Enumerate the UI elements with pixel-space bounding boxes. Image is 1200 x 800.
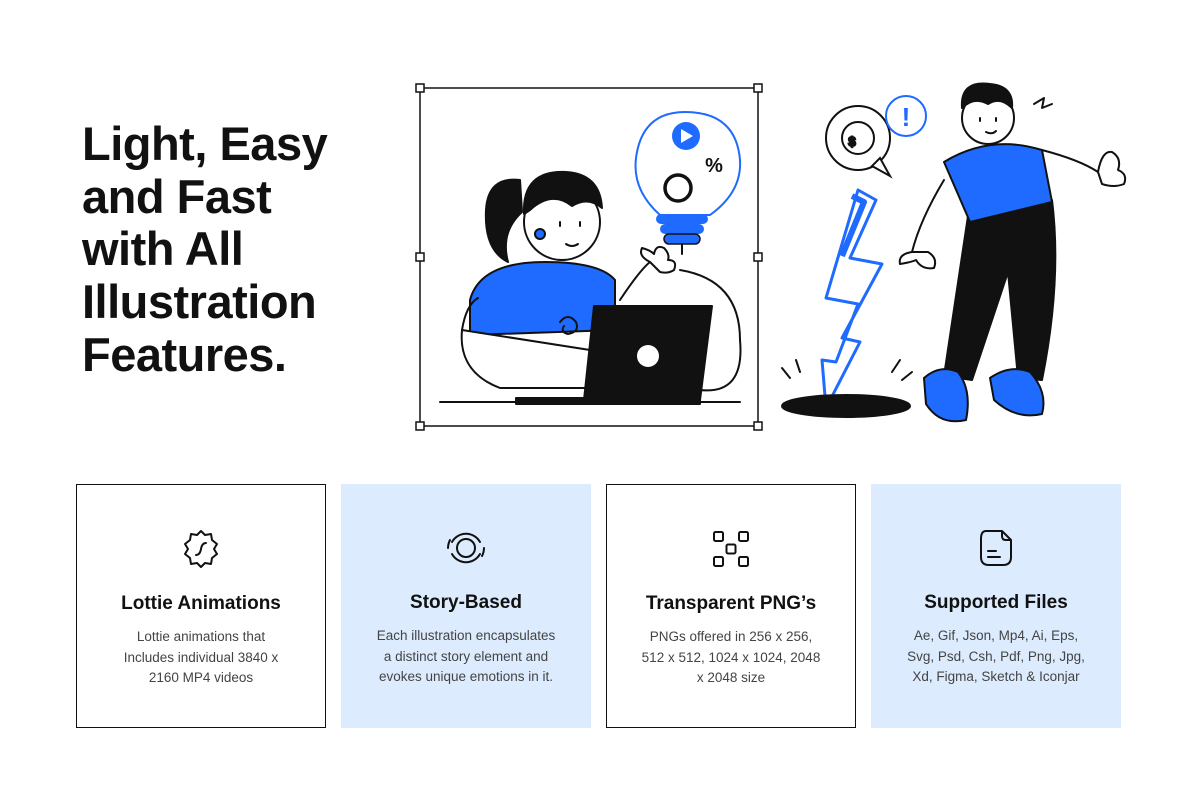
lightning-bolt-icon: [820, 188, 884, 410]
page-headline: Light, Easy and Fast with All Illustrati…: [82, 117, 382, 381]
feature-card-png: Transparent PNG’s PNGs offered in 256 x …: [606, 484, 856, 728]
headline-line: Illustration: [82, 274, 317, 328]
description-line: Includes individual 3840 x: [123, 649, 279, 665]
lightbulb-idea-icon: %: [634, 111, 742, 255]
hero-illustration: % $ !: [415, 82, 1127, 431]
dollar-sign: $: [848, 134, 856, 149]
feature-title: Transparent PNG’s: [645, 593, 817, 614]
woman-with-laptop-figure: [439, 170, 742, 405]
feature-card-files: Supported Files Ae, Gif, Json, Mp4, Ai, …: [871, 484, 1121, 728]
description-line: Svg, Psd, Csh, Pdf, Png, Jpg,: [907, 648, 1085, 664]
feature-cards: Lottie Animations Lottie animations that…: [76, 484, 1121, 728]
description-line: x 2048 size: [696, 670, 766, 685]
description-line: Each illustration encapsulates: [376, 628, 556, 643]
transparent-grid-icon: [713, 531, 749, 567]
description-line: Lottie animations that: [136, 629, 266, 644]
feature-title: Supported Files: [924, 592, 1068, 613]
ground-hole: [781, 359, 913, 418]
story-circle-icon: [447, 532, 485, 564]
feature-title: Story-Based: [410, 592, 522, 613]
headline-line: Features.: [82, 327, 287, 381]
feature-description: Each illustration encapsulates a distinc…: [352, 626, 580, 688]
headline-line: Light, Easy: [82, 117, 328, 170]
description-line: PNGs offered in 256 x 256,: [649, 629, 813, 644]
headline-line: with All: [82, 222, 244, 276]
description-line: evokes unique emotions in it.: [378, 669, 554, 684]
confused-speech-bubble: $ !: [825, 95, 927, 179]
feature-card-lottie: Lottie Animations Lottie animations that…: [76, 484, 326, 728]
man-stepping-figure: [898, 82, 1127, 423]
feature-description: PNGs offered in 256 x 256, 512 x 512, 10…: [617, 627, 845, 689]
description-line: Ae, Gif, Json, Mp4, Ai, Eps,: [913, 628, 1079, 643]
file-icon: [980, 530, 1012, 566]
feature-description: Lottie animations that Includes individu…: [87, 627, 315, 689]
feature-title: Lottie Animations: [121, 593, 281, 614]
description-line: Xd, Figma, Sketch & Iconjar: [912, 669, 1080, 684]
selection-frame: [415, 83, 763, 431]
feature-card-story: Story-Based Each illustration encapsulat…: [341, 484, 591, 728]
percent-sign: %: [705, 155, 723, 177]
headline-line: and Fast: [82, 169, 272, 223]
feature-description: Ae, Gif, Json, Mp4, Ai, Eps, Svg, Psd, C…: [882, 626, 1110, 688]
description-line: a distinct story element and: [383, 648, 549, 664]
exclamation-mark: !: [902, 102, 911, 132]
description-line: 512 x 512, 1024 x 1024, 2048: [641, 649, 821, 665]
lottie-badge-icon: [184, 530, 218, 568]
description-line: 2160 MP4 videos: [148, 670, 254, 685]
